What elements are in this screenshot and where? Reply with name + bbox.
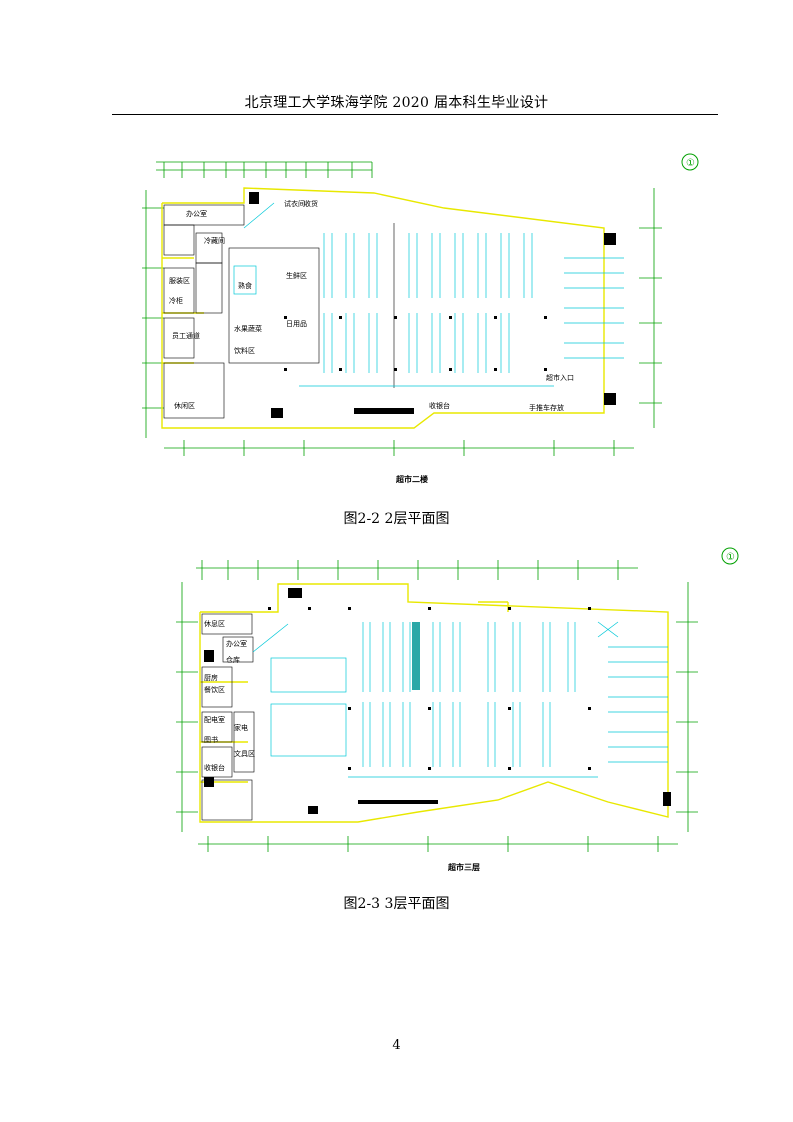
room-label: 收货 xyxy=(304,199,318,208)
axis-grid-right xyxy=(676,582,698,832)
axis-grid-left xyxy=(142,190,164,438)
room-label: 收银台 xyxy=(429,401,450,410)
interior-walls xyxy=(163,204,395,419)
figure-caption: 图2-2 2层平面图 xyxy=(343,511,450,527)
north-arrow-icon xyxy=(681,153,699,171)
room-label: 熟食 xyxy=(238,281,252,290)
axis-grid-bottom xyxy=(164,440,634,456)
room-label: 员工通道 xyxy=(172,331,200,340)
room-label: 水果蔬菜 xyxy=(234,324,262,333)
drawing-title: 超市三层 xyxy=(447,862,480,872)
room-label: 日用品 xyxy=(286,320,307,328)
figure-caption: 图2-3 3层平面图 xyxy=(343,896,450,912)
floor-plan-2f-drawing: 办公室 冷藏间 水果蔬菜 生鲜区 熟食 日用品 饮料区 收银台 超市入口 休闲区… xyxy=(142,153,699,484)
room-label: 文具区 xyxy=(234,749,255,758)
room-label: 试衣间 xyxy=(284,199,305,208)
north-mark: ① xyxy=(686,158,695,169)
page-header: 北京理工大学珠海学院 2020 届本科生毕业设计 xyxy=(244,95,549,111)
room-label: 饮料区 xyxy=(234,346,255,355)
floor-plan-3f-drawing: 休息区 办公室 仓库 厨房 餐饮区 配电室 图书 家电 文具区 收银台 超市三层… xyxy=(176,547,739,872)
interior-walls xyxy=(201,613,255,821)
axis-grid-top xyxy=(196,560,638,580)
shelving xyxy=(252,621,668,778)
room-label: 冷柜 xyxy=(169,296,183,305)
shelving-block xyxy=(412,622,420,690)
room-label: 超市入口 xyxy=(546,373,574,382)
axis-grid-top xyxy=(156,161,373,178)
room-label: 手推车存放 xyxy=(529,403,564,412)
room-label: 办公室 xyxy=(186,209,207,218)
room-label: 餐饮区 xyxy=(204,685,225,694)
floor-plan-2f: 办公室 冷藏间 水果蔬菜 生鲜区 熟食 日用品 饮料区 收银台 超市入口 休闲区… xyxy=(134,148,706,493)
shelving xyxy=(233,202,624,387)
room-label: 配电室 xyxy=(204,715,225,724)
north-arrow-icon xyxy=(721,547,739,565)
columns xyxy=(204,588,671,814)
outer-walls xyxy=(161,187,605,429)
page-number: 4 xyxy=(392,1038,401,1053)
north-mark: ① xyxy=(726,552,735,563)
room-label: 图书 xyxy=(204,735,218,744)
room-label: 休闲区 xyxy=(174,401,195,410)
header-rule xyxy=(112,114,718,115)
outer-walls xyxy=(199,583,669,823)
room-label: 厨房 xyxy=(204,673,218,682)
room-label: 办公室 xyxy=(226,639,247,648)
room-label: 休息区 xyxy=(204,619,225,628)
room-label: 冷藏间 xyxy=(204,236,225,245)
axis-grid-bottom xyxy=(198,836,678,852)
axis-grid-left xyxy=(176,582,198,832)
room-label: 收银台 xyxy=(204,763,225,772)
room-label: 服装区 xyxy=(169,276,190,285)
room-label: 仓库 xyxy=(226,655,240,664)
room-label: 生鲜区 xyxy=(286,271,307,280)
room-label: 家电 xyxy=(234,723,248,732)
columns xyxy=(249,192,616,418)
floor-plan-3f: 休息区 办公室 仓库 厨房 餐饮区 配电室 图书 家电 文具区 收银台 超市三层… xyxy=(168,542,748,876)
axis-grid-right xyxy=(639,188,662,428)
drawing-title: 超市二楼 xyxy=(395,474,428,484)
